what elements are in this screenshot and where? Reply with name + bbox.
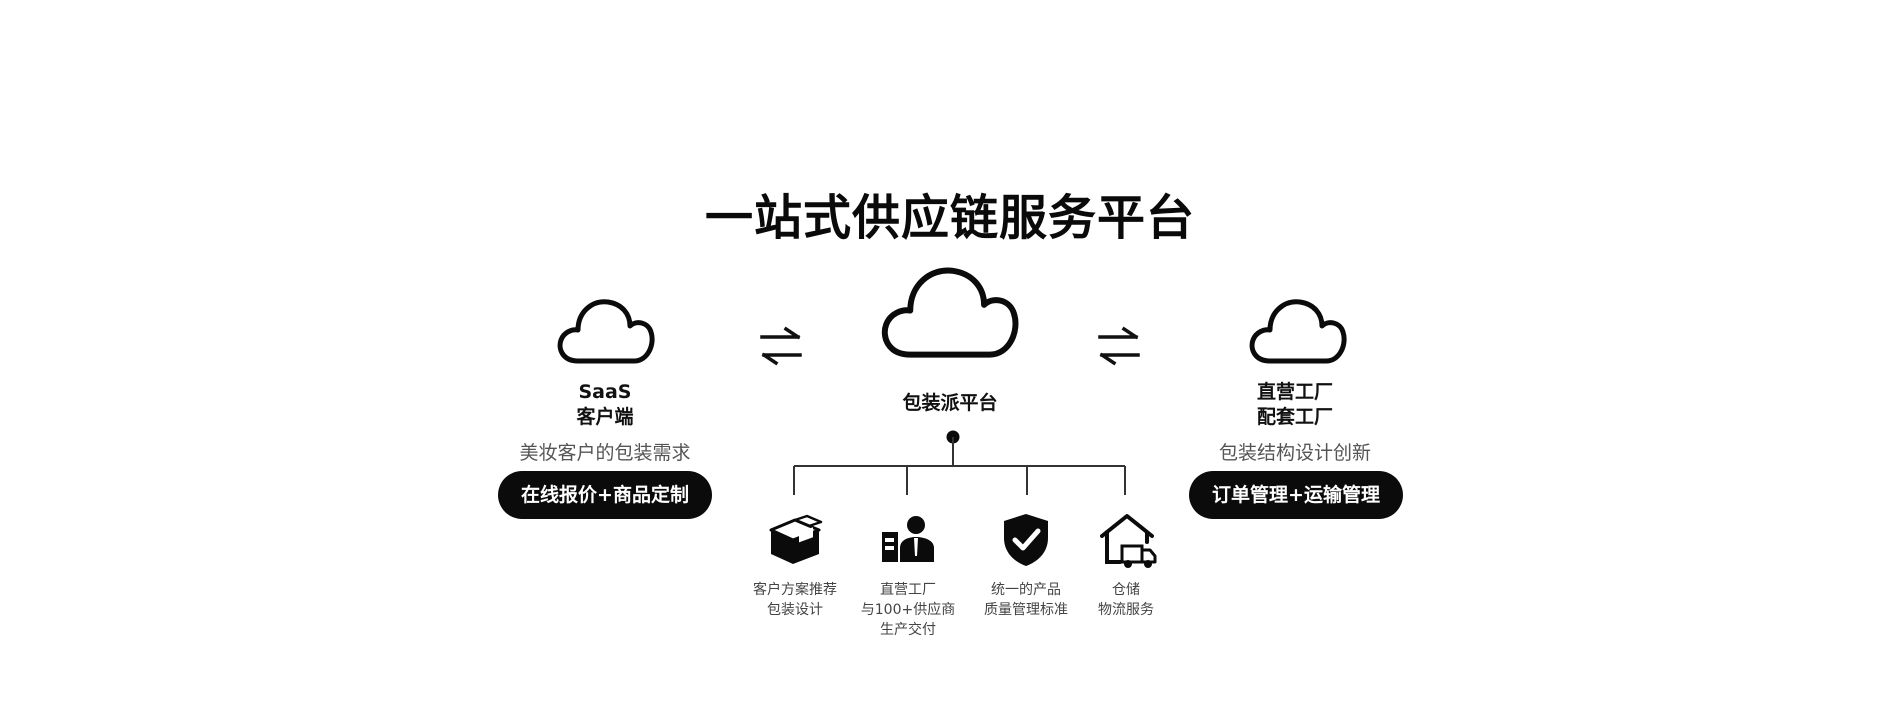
right-node-label: 直营工厂 配套工厂 bbox=[1195, 380, 1395, 430]
order-transport-button[interactable]: 订单管理+运输管理 bbox=[1189, 471, 1403, 519]
quote-customize-button[interactable]: 在线报价+商品定制 bbox=[498, 471, 712, 519]
platform-label: 包装派平台 bbox=[902, 392, 998, 414]
cloud-icon bbox=[557, 299, 655, 364]
swap-arrows-icon bbox=[760, 326, 802, 366]
left-node-line: 客户端 bbox=[576, 406, 634, 428]
tree-connector bbox=[793, 430, 1126, 495]
swap-arrows-icon bbox=[1098, 326, 1140, 366]
right-node-line: 配套工厂 bbox=[1256, 406, 1333, 428]
feature-text: 统一的产品 质量管理标准 bbox=[946, 580, 1106, 620]
feature-line: 生产交付 bbox=[880, 622, 936, 638]
shield-check-icon bbox=[1004, 514, 1048, 566]
feature-text: 直营工厂 与100+供应商 生产交付 bbox=[828, 580, 988, 640]
feature-text: 仓储 物流服务 bbox=[1046, 580, 1206, 620]
feature-line: 仓储 bbox=[1112, 582, 1140, 598]
feature-line: 包装设计 bbox=[767, 602, 823, 618]
feature-line: 物流服务 bbox=[1098, 602, 1154, 618]
left-node-subtitle: 美妆客户的包装需求 bbox=[519, 442, 691, 464]
right-node-subtitle: 包装结构设计创新 bbox=[1218, 442, 1371, 464]
left-node-label: SaaS 客户端 bbox=[505, 380, 705, 430]
cloud-icon bbox=[1249, 299, 1347, 364]
feature-line: 质量管理标准 bbox=[984, 602, 1068, 618]
feature-line: 客户方案推荐 bbox=[753, 582, 837, 598]
feature-text: 客户方案推荐 包装设计 bbox=[715, 580, 875, 620]
cloud-icon bbox=[881, 267, 1019, 358]
right-node-line: 直营工厂 bbox=[1256, 381, 1333, 403]
person-factory-icon bbox=[882, 516, 934, 562]
left-node-line: SaaS bbox=[578, 381, 632, 403]
feature-line: 统一的产品 bbox=[991, 582, 1061, 598]
feature-line: 与100+供应商 bbox=[860, 602, 956, 618]
feature-line: 直营工厂 bbox=[880, 582, 936, 598]
page-title: 一站式供应链服务平台 bbox=[704, 190, 1195, 246]
warehouse-truck-icon bbox=[1100, 514, 1157, 568]
box-icon bbox=[769, 514, 823, 564]
